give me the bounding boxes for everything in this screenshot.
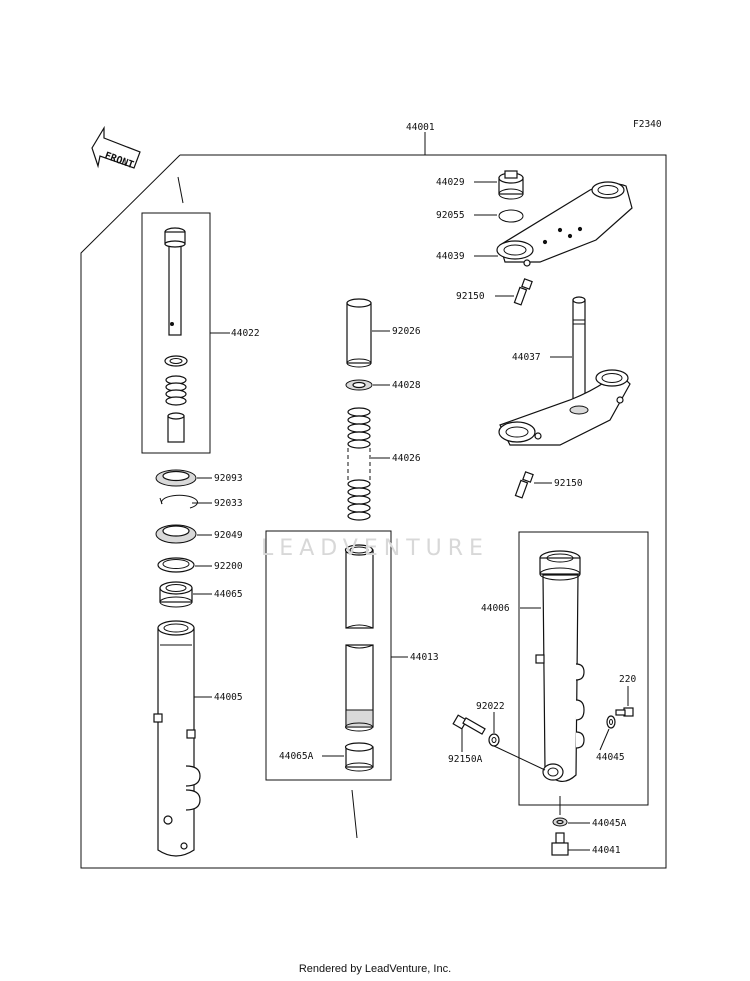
part-44037: 44037 — [498, 296, 631, 446]
part-92150A: 92150A — [448, 714, 546, 771]
label-44013: 44013 — [410, 652, 439, 663]
part-44029: 44029 — [436, 170, 524, 200]
label-92026: 92026 — [392, 326, 421, 337]
part-44005: 44005 — [153, 620, 243, 857]
part-44065: 44065 — [159, 581, 243, 608]
label-92022: 92022 — [476, 701, 505, 712]
part-220: 220 — [615, 674, 636, 717]
label-44028: 44028 — [392, 380, 421, 391]
label-92049: 92049 — [214, 530, 243, 541]
watermark-text: LEADVENTURE — [261, 536, 489, 561]
part-44026: 44026 — [347, 407, 421, 521]
label-92093: 92093 — [214, 473, 243, 484]
label-44039: 44039 — [436, 251, 465, 262]
part-44045A: 44045A — [552, 796, 627, 829]
label-44065A: 44065A — [279, 751, 314, 762]
part-92033: 92033 — [159, 494, 243, 509]
label-92150-mid: 92150 — [554, 478, 583, 489]
label-92150-top: 92150 — [456, 291, 485, 302]
part-92055: 92055 — [436, 209, 524, 223]
part-44041: 44041 — [551, 832, 621, 856]
group-44006: 44006 — [481, 531, 649, 806]
label-44045: 44045 — [596, 752, 625, 763]
group-44022: 44022 — [141, 212, 260, 454]
label-44037: 44037 — [512, 352, 541, 363]
label-44005: 44005 — [214, 692, 243, 703]
part-92093: 92093 — [155, 469, 243, 487]
label-44045A: 44045A — [592, 818, 627, 829]
group-44013: 44013 44065A — [265, 530, 439, 839]
part-44039: 44039 — [436, 181, 633, 267]
label-44022: 44022 — [231, 328, 260, 339]
part-92200: 92200 — [157, 557, 243, 573]
diagram-code: F2340 — [633, 119, 662, 130]
label-220: 220 — [619, 674, 636, 685]
part-44045: 44045 — [596, 715, 625, 763]
part-44028: 44028 — [345, 379, 421, 391]
label-92150A: 92150A — [448, 754, 483, 765]
footer-credit: Rendered by LeadVenture, Inc. — [298, 963, 452, 975]
label-92033: 92033 — [214, 498, 243, 509]
part-92022: 92022 — [476, 701, 505, 747]
label-44001: 44001 — [406, 122, 435, 133]
part-92150-mid: 92150 — [514, 471, 583, 499]
label-44006: 44006 — [481, 603, 510, 614]
part-92049: 92049 — [155, 524, 243, 544]
part-92026: 92026 — [346, 298, 421, 368]
label-44029: 44029 — [436, 177, 465, 188]
part-92150-top: 92150 — [456, 278, 533, 306]
label-44065: 44065 — [214, 589, 243, 600]
assembly-outline: 44001 — [80, 122, 667, 869]
front-arrow-icon: FRONT — [91, 125, 141, 171]
label-44041: 44041 — [592, 845, 621, 856]
label-44026: 44026 — [392, 453, 421, 464]
label-92200: 92200 — [214, 561, 243, 572]
label-92055: 92055 — [436, 210, 465, 221]
